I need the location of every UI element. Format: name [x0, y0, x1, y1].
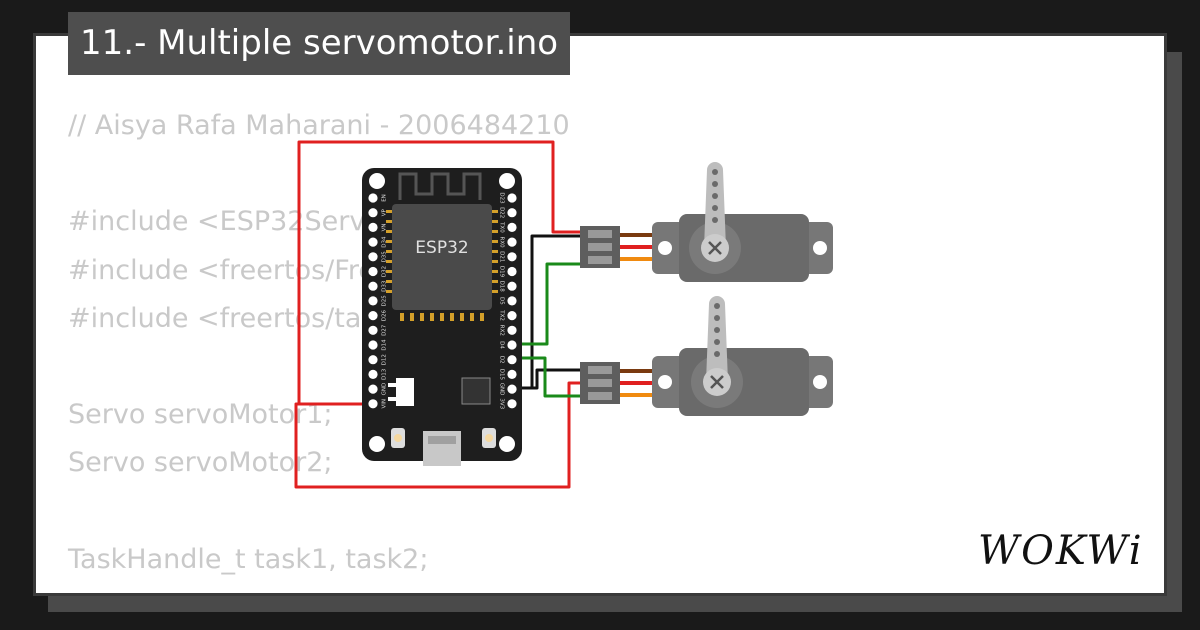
pin-label: D2	[499, 356, 505, 364]
wire-ground-bottom	[513, 368, 580, 390]
esp32-chip-label: ESP32	[415, 238, 468, 258]
pin-label: VIN	[382, 399, 388, 409]
pin-label: D19	[499, 266, 505, 278]
header-pin[interactable]	[507, 311, 517, 321]
pin-label: D23	[499, 192, 505, 204]
header-pin[interactable]	[507, 384, 517, 394]
code-line: // Aisya Rafa Maharani - 2006484210	[68, 110, 570, 141]
wire-signal-bottom	[513, 356, 580, 398]
header-pin[interactable]	[507, 399, 517, 409]
header-pin[interactable]	[368, 222, 378, 232]
wire-signal-top	[513, 262, 580, 346]
pin-label: D15	[499, 369, 505, 381]
header-pin[interactable]	[507, 355, 517, 365]
pin-label: D12	[382, 354, 388, 365]
header-pin[interactable]	[368, 340, 378, 350]
esp32-board: ESP32	[362, 168, 522, 466]
pin-label: D26	[382, 309, 388, 321]
pin-label: VN	[382, 223, 388, 231]
pin-label: D18	[499, 281, 505, 293]
servo-motor-1	[580, 162, 833, 282]
wire-power	[294, 140, 580, 489]
preview-card	[33, 33, 1167, 596]
pin-label: RX2	[499, 325, 505, 336]
pin-label: GND	[382, 383, 388, 396]
header-pin[interactable]	[368, 296, 378, 306]
pin-label: D5	[499, 297, 505, 305]
header-pin[interactable]	[368, 355, 378, 365]
servo-motor-2	[580, 296, 833, 416]
pin-label: D22	[499, 207, 505, 218]
pin-label: D21	[499, 251, 505, 262]
header-pin[interactable]	[507, 281, 517, 291]
wire-ground	[513, 234, 580, 390]
header-pin[interactable]	[507, 369, 517, 379]
header-pin[interactable]	[368, 237, 378, 247]
pin-label: D32	[382, 266, 388, 277]
header-pin[interactable]	[368, 399, 378, 409]
wokwi-logo: WOKWi	[978, 528, 1144, 574]
pin-label: D25	[382, 295, 388, 307]
header-pin[interactable]	[507, 325, 517, 335]
pin-label: D33	[382, 280, 388, 292]
header-pin[interactable]	[507, 266, 517, 277]
pin-label: D4	[499, 341, 505, 349]
pin-label: VP	[382, 208, 388, 216]
header-pin[interactable]	[368, 193, 378, 203]
pin-label: D14	[382, 339, 388, 351]
pin-label: D27	[382, 324, 388, 336]
pin-label: 3V3	[499, 398, 505, 409]
pin-label: D35	[382, 251, 388, 263]
header-pin[interactable]	[368, 281, 378, 291]
header-pin[interactable]	[507, 193, 517, 203]
header-pin[interactable]	[368, 252, 378, 262]
header-pin[interactable]	[507, 252, 517, 262]
header-pin[interactable]	[507, 296, 517, 306]
header-pin[interactable]	[368, 384, 378, 394]
header-pin[interactable]	[368, 311, 378, 321]
pin-label: D34	[382, 236, 388, 248]
pin-label: D13	[382, 368, 388, 380]
wokwi-logo-text: WOKWi	[978, 528, 1144, 574]
code-line: Servo servoMotor2;	[68, 447, 333, 479]
code-line: TaskHandle_t task1, task2;	[68, 543, 429, 575]
pin-label: TX2	[499, 309, 505, 321]
header-pin[interactable]	[507, 208, 517, 218]
wire-signal	[513, 262, 580, 398]
pin-label: RX0	[499, 237, 505, 249]
header-pin[interactable]	[507, 237, 517, 247]
wire-power-bottom	[294, 381, 580, 489]
header-pin[interactable]	[507, 340, 517, 350]
header-pin[interactable]	[368, 266, 378, 277]
header-pin[interactable]	[368, 208, 378, 218]
pin-label: GND	[499, 383, 505, 396]
header-pin[interactable]	[368, 369, 378, 379]
project-title: 11.- Multiple servomotor.ino	[80, 23, 559, 63]
header-pin[interactable]	[507, 222, 517, 232]
pin-label: TX0	[499, 221, 505, 233]
header-pin[interactable]	[368, 325, 378, 335]
project-title-bar: 11.- Multiple servomotor.ino	[68, 12, 571, 75]
pin-label: EN	[382, 194, 388, 202]
